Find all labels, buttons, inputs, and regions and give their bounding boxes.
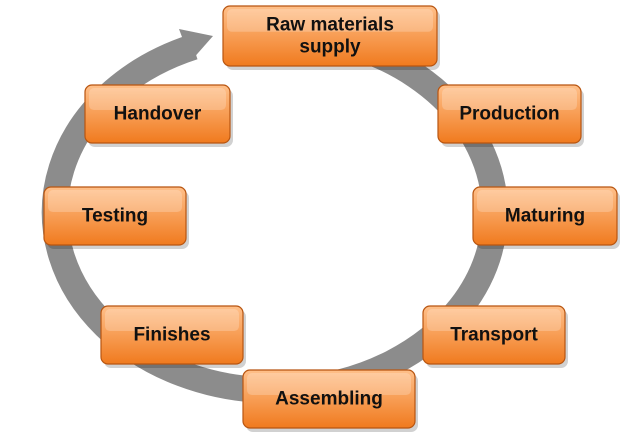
- stage-label: Production: [459, 104, 559, 125]
- stage-box: [84, 84, 231, 144]
- stage-label: Raw materials: [266, 15, 394, 36]
- stage-production: Production: [437, 84, 584, 147]
- stage-assembling: Assembling: [242, 369, 418, 432]
- stage-box: [222, 5, 438, 67]
- stage-box: [437, 84, 582, 144]
- stage-gloss: [427, 309, 561, 332]
- stage-box: [422, 305, 566, 365]
- stage-box: [242, 369, 416, 429]
- stage-label: Testing: [82, 206, 148, 227]
- stage-label: supply: [299, 37, 361, 58]
- stage-label: Transport: [450, 325, 538, 346]
- stage-transport: Transport: [422, 305, 568, 368]
- stage-handover: Handover: [84, 84, 233, 147]
- stage-label: Handover: [114, 104, 202, 125]
- stage-gloss: [105, 309, 239, 332]
- cycle-arrowhead: [179, 29, 213, 61]
- stage-group: Raw materialssupplyProductionMaturingTra…: [43, 5, 620, 432]
- stage-gloss: [89, 88, 226, 111]
- stage-label: Assembling: [275, 389, 383, 410]
- stage-gloss: [48, 190, 182, 213]
- stage-box: [43, 186, 187, 246]
- stage-testing: Testing: [43, 186, 189, 249]
- stage-gloss: [477, 190, 613, 213]
- stage-box: [100, 305, 244, 365]
- stage-box: [472, 186, 618, 246]
- stage-gloss: [247, 373, 411, 396]
- stage-gloss: [227, 9, 433, 32]
- stage-label: Finishes: [133, 325, 210, 346]
- stage-label: Maturing: [505, 206, 585, 227]
- stage-maturing: Maturing: [472, 186, 620, 249]
- stage-gloss: [442, 88, 577, 111]
- stage-finishes: Finishes: [100, 305, 246, 368]
